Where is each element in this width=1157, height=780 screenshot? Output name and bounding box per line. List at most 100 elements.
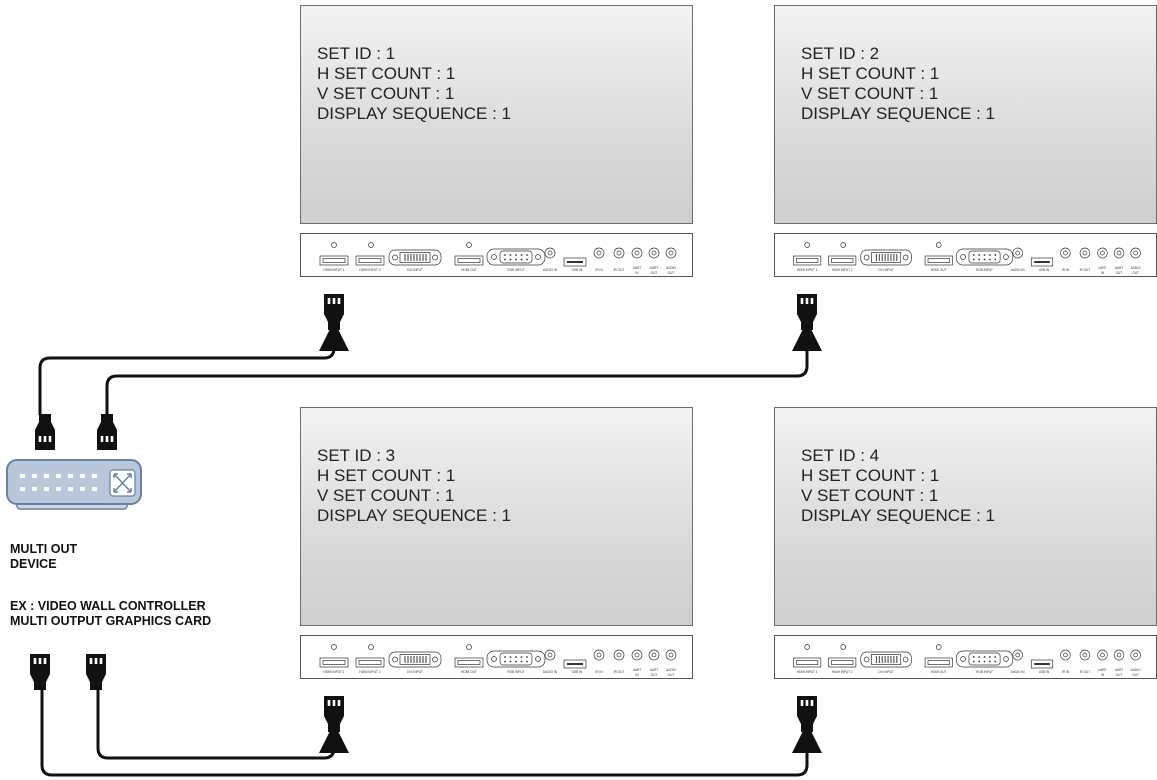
svg-text:RGB INPUT: RGB INPUT xyxy=(507,268,524,272)
device-port-dot xyxy=(68,474,73,478)
device-example-line1: EX : VIDEO WALL CONTROLLER xyxy=(10,599,206,613)
set-id-text: SET ID : 1 xyxy=(317,44,396,63)
display-screen-3: SET ID : 3 H SET COUNT : 1 V SET COUNT :… xyxy=(300,407,693,626)
hdmi-plug-icon xyxy=(324,294,344,330)
h-set-count-text: H SET COUNT : 1 xyxy=(317,64,456,83)
svg-text:RGB INPUT: RGB INPUT xyxy=(976,670,993,674)
device-port-dot xyxy=(32,487,37,491)
v-set-count-text: V SET COUNT : 1 xyxy=(801,84,939,103)
svg-text:UART: UART xyxy=(1115,266,1123,270)
svg-text:IR IN: IR IN xyxy=(595,670,603,674)
svg-text:DVI INPUT: DVI INPUT xyxy=(878,670,893,674)
svg-text:IN: IN xyxy=(635,271,639,275)
svg-text:HDMI INPUT 2: HDMI INPUT 2 xyxy=(832,670,853,674)
svg-text:IR IN: IR IN xyxy=(595,268,603,272)
device-title-line2: DEVICE xyxy=(10,557,57,571)
svg-text:HDMI INPUT 1: HDMI INPUT 1 xyxy=(323,268,344,272)
svg-text:IN: IN xyxy=(1101,271,1105,275)
device-title: MULTI OUT DEVICE xyxy=(10,542,77,572)
display-screen-1: SET ID : 1 H SET COUNT : 1 V SET COUNT :… xyxy=(300,5,693,224)
svg-text:HDMI INPUT 2: HDMI INPUT 2 xyxy=(832,268,853,272)
svg-text:RGB INPUT: RGB INPUT xyxy=(507,670,524,674)
svg-text:USB IN: USB IN xyxy=(572,670,583,674)
device-example: EX : VIDEO WALL CONTROLLER MULTI OUTPUT … xyxy=(10,599,211,629)
svg-text:USB IN: USB IN xyxy=(1039,268,1050,272)
svg-text:IN: IN xyxy=(635,673,639,677)
svg-text:OUT: OUT xyxy=(668,673,675,677)
svg-text:IR IN: IR IN xyxy=(1062,268,1070,272)
svg-text:OUT: OUT xyxy=(1116,271,1123,275)
svg-text:AUDIO IN: AUDIO IN xyxy=(543,268,558,272)
svg-text:UART: UART xyxy=(1115,668,1123,672)
svg-text:HDMI INPUT 2: HDMI INPUT 2 xyxy=(359,268,380,272)
cable-3 xyxy=(96,690,349,760)
svg-text:USB IN: USB IN xyxy=(1039,670,1050,674)
svg-text:AUDIO: AUDIO xyxy=(666,266,677,270)
display-sequence-text: DISPLAY SEQUENCE : 1 xyxy=(801,104,995,123)
svg-text:UART: UART xyxy=(650,266,659,270)
display-sequence-text: DISPLAY SEQUENCE : 1 xyxy=(317,104,511,123)
set-id-text: SET ID : 3 xyxy=(317,446,396,465)
set-id-text: SET ID : 2 xyxy=(801,44,880,63)
hdmi-plug-icon xyxy=(797,696,817,732)
svg-text:RGB INPUT: RGB INPUT xyxy=(976,268,993,272)
v-set-count-text: V SET COUNT : 1 xyxy=(317,84,455,103)
hdmi-plug-icon xyxy=(86,654,106,690)
svg-text:UART: UART xyxy=(633,266,642,270)
svg-text:OUT: OUT xyxy=(651,673,658,677)
svg-text:UART: UART xyxy=(650,668,659,672)
svg-text:DVI INPUT: DVI INPUT xyxy=(407,268,423,272)
rear-panel-3: HDMI INPUT 1 HDMI INPUT 2 DVI INPUT HDMI OU… xyxy=(300,635,693,679)
svg-text:AUDIO: AUDIO xyxy=(1131,668,1141,672)
svg-text:OUT: OUT xyxy=(1132,271,1139,275)
svg-text:IR OUT: IR OUT xyxy=(614,268,625,272)
display-info-2: SET ID : 2 H SET COUNT : 1 V SET COUNT :… xyxy=(801,44,995,124)
device-port-dot xyxy=(80,487,85,491)
display-sequence-text: DISPLAY SEQUENCE : 1 xyxy=(317,506,511,525)
hdmi-plug-icon xyxy=(30,654,50,690)
svg-text:HDMI INPUT 2: HDMI INPUT 2 xyxy=(359,670,380,674)
svg-text:DVI INPUT: DVI INPUT xyxy=(878,268,893,272)
display-screen-4: SET ID : 4 H SET COUNT : 1 V SET COUNT :… xyxy=(774,407,1157,626)
svg-text:AUDIO: AUDIO xyxy=(666,668,677,672)
svg-text:USB IN: USB IN xyxy=(572,268,583,272)
device-port-dot xyxy=(80,474,85,478)
device-port-dot xyxy=(92,487,97,491)
svg-text:IR OUT: IR OUT xyxy=(1080,670,1091,674)
svg-text:UART: UART xyxy=(1098,668,1106,672)
svg-text:HDMI OUT: HDMI OUT xyxy=(931,268,946,272)
svg-text:HDMI OUT: HDMI OUT xyxy=(931,670,946,674)
h-set-count-text: H SET COUNT : 1 xyxy=(801,466,940,485)
svg-text:UART: UART xyxy=(1098,266,1106,270)
display-info-3: SET ID : 3 H SET COUNT : 1 V SET COUNT :… xyxy=(317,446,511,526)
device-port-dot xyxy=(56,474,61,478)
device-port-dot xyxy=(20,474,25,478)
svg-text:HDMI INPUT 1: HDMI INPUT 1 xyxy=(323,670,344,674)
display-info-1: SET ID : 1 H SET COUNT : 1 V SET COUNT :… xyxy=(317,44,511,124)
svg-text:HDMI INPUT 1: HDMI INPUT 1 xyxy=(797,670,818,674)
svg-text:OUT: OUT xyxy=(1132,673,1139,677)
svg-text:HDMI INPUT 1: HDMI INPUT 1 xyxy=(797,268,818,272)
svg-text:AUDIO: AUDIO xyxy=(1131,266,1141,270)
device-example-line2: MULTI OUTPUT GRAPHICS CARD xyxy=(10,614,212,628)
svg-text:IN: IN xyxy=(1101,673,1105,677)
svg-text:HDMI OUT: HDMI OUT xyxy=(461,268,477,272)
svg-text:IR OUT: IR OUT xyxy=(614,670,625,674)
svg-text:DVI INPUT: DVI INPUT xyxy=(407,670,423,674)
svg-text:HDMI OUT: HDMI OUT xyxy=(461,670,477,674)
device-port-dot xyxy=(44,487,49,491)
display-sequence-text: DISPLAY SEQUENCE : 1 xyxy=(801,506,995,525)
display-info-4: SET ID : 4 H SET COUNT : 1 V SET COUNT :… xyxy=(801,446,995,526)
hdmi-plug-icon xyxy=(35,414,55,450)
rear-panel-2: HDMI INPUT 1 HDMI INPUT 2 DVI INPUT HDMI OU… xyxy=(774,233,1157,277)
hdmi-plug-icon xyxy=(324,696,344,732)
v-set-count-text: V SET COUNT : 1 xyxy=(317,486,455,505)
cable-1 xyxy=(38,321,349,415)
device-port-dot xyxy=(32,474,37,478)
svg-text:AUDIO IN: AUDIO IN xyxy=(1011,670,1026,674)
hdmi-plug-icon xyxy=(797,294,817,330)
rear-panel-4: HDMI INPUT 1 HDMI INPUT 2 DVI INPUT HDMI OU… xyxy=(774,635,1157,679)
svg-text:OUT: OUT xyxy=(651,271,658,275)
cable-2 xyxy=(105,321,822,415)
